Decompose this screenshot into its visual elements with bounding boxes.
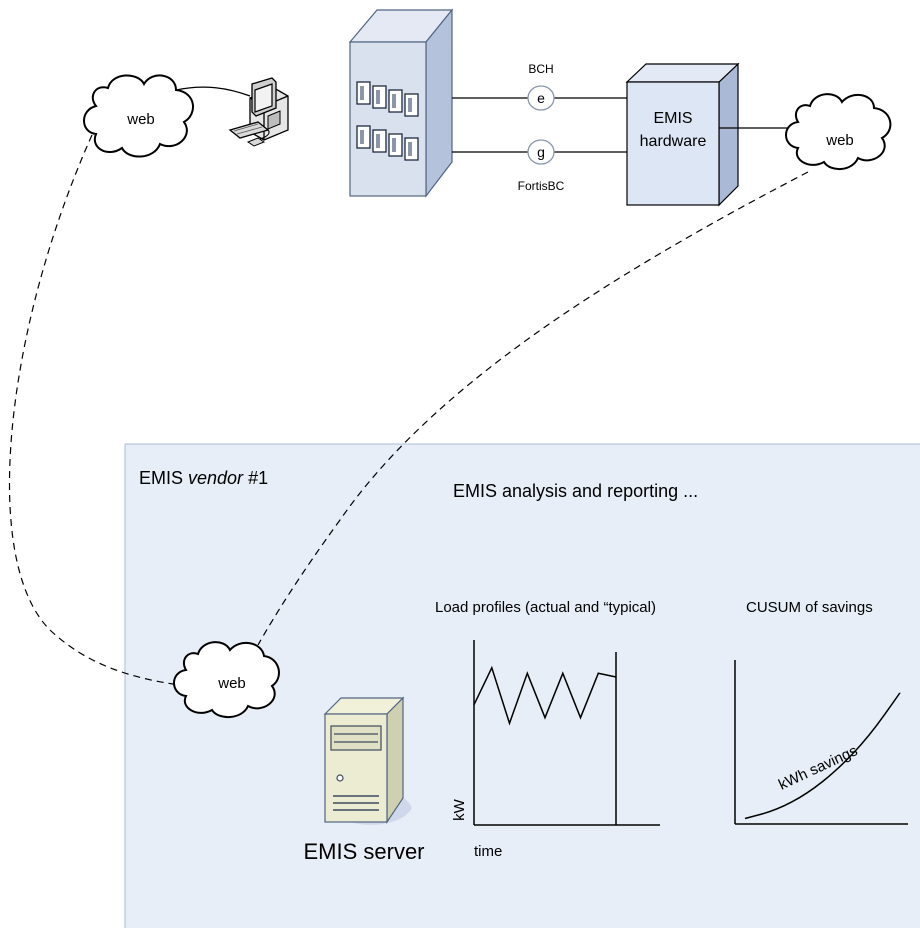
- load-x-label: time: [474, 843, 502, 860]
- meter-icon: [527, 85, 555, 111]
- emis-hardware-box: EMIS hardware: [625, 62, 740, 207]
- cloud-label: web: [126, 111, 155, 128]
- cloud-top-left: web: [83, 74, 194, 158]
- utility-label-bch: BCH: [528, 62, 553, 76]
- utility-label-fortisbc: FortisBC: [518, 179, 565, 193]
- load-y-label: kW: [451, 798, 468, 821]
- computer-icon: [228, 77, 289, 147]
- link-cloud-computer: [175, 86, 251, 97]
- cloud-icon: [173, 641, 280, 718]
- cloud-top-right: web: [785, 93, 892, 170]
- hardware-box-icon: [626, 81, 720, 206]
- gas-meter: g FortisBC: [518, 139, 565, 193]
- load-profile-chart: Load profiles (actual and “typical) kW t…: [435, 599, 660, 860]
- cloud-label: web: [825, 132, 854, 149]
- meter-symbol-e: e: [537, 90, 545, 106]
- dashed-link-left: [8, 134, 188, 687]
- vendor-title: EMIS vendor #1: [139, 468, 268, 488]
- analysis-heading: EMIS analysis and reporting ...: [453, 481, 698, 501]
- hardware-label-line1: EMIS: [653, 110, 692, 127]
- server-label: EMIS server: [303, 839, 424, 864]
- cloud-bottom: web: [173, 641, 280, 718]
- load-profile-line: [473, 665, 617, 726]
- dashed-link-right: [257, 171, 809, 646]
- cloud-label: web: [217, 675, 246, 692]
- load-profile-title: Load profiles (actual and “typical): [435, 599, 656, 616]
- cloud-icon: [785, 93, 892, 170]
- building-icon: [348, 8, 454, 198]
- meter-icon: [527, 139, 555, 165]
- cusum-savings-line: [744, 692, 901, 820]
- hardware-label-line2: hardware: [640, 133, 707, 150]
- cusum-title: CUSUM of savings: [746, 599, 873, 616]
- electric-meter: BCH e: [527, 62, 555, 111]
- meter-symbol-g: g: [537, 144, 545, 160]
- server-icon: [323, 696, 412, 825]
- cloud-icon: [83, 74, 194, 158]
